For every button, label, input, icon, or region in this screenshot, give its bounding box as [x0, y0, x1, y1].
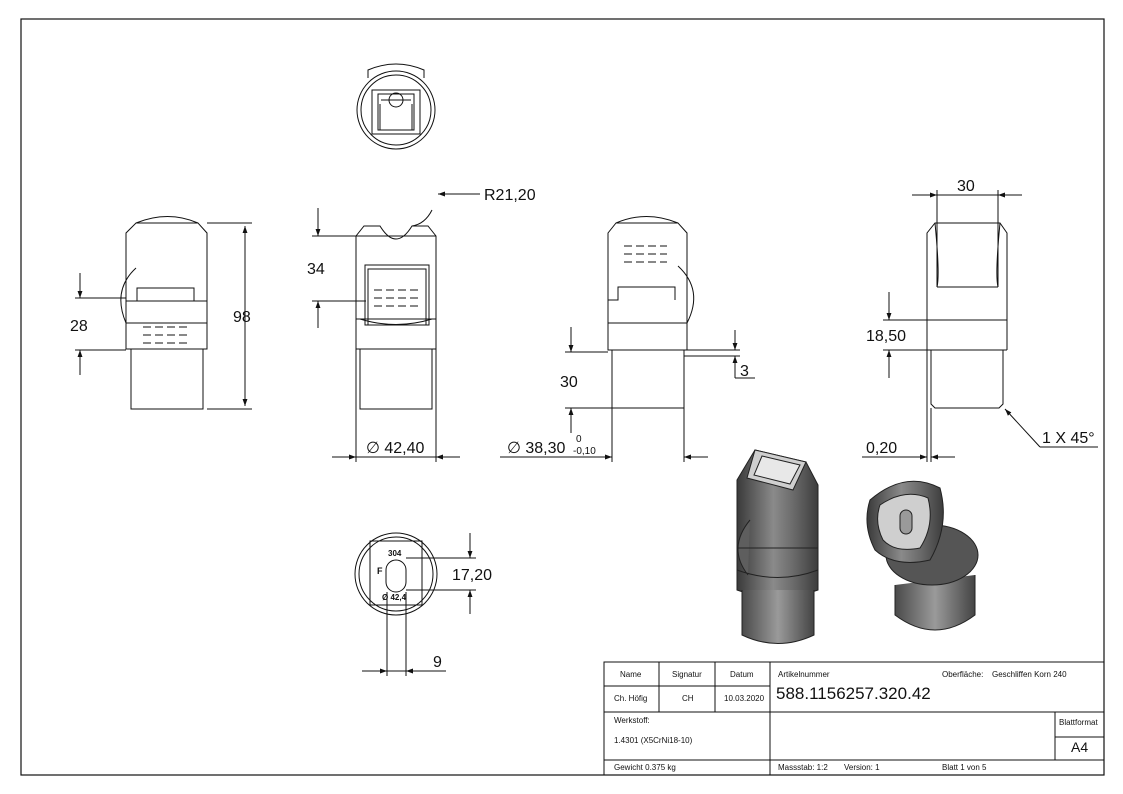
header-name: Name	[620, 670, 642, 679]
value-date: 10.03.2020	[724, 694, 765, 703]
dim-diameter-42: ∅ 42,40	[366, 440, 425, 457]
scale: Massstab: 1:2	[778, 763, 828, 772]
dim-chamfer: 1 X 45°	[1042, 430, 1095, 447]
dim-diameter-38: ∅ 38,30	[507, 440, 566, 457]
header-date: Datum	[730, 670, 754, 679]
article-label: Artikelnummer	[778, 670, 830, 679]
article-number: 588.1156257.320.42	[776, 684, 931, 703]
dim-width-30: 30	[957, 178, 975, 195]
surface-label: Oberfläche:	[942, 670, 984, 679]
value-signature: CH	[682, 694, 694, 703]
sheet-format-label: Blattformat	[1059, 718, 1098, 727]
engraving-diameter-mark: Ø 42,4	[382, 593, 407, 602]
iso-view-1	[736, 449, 819, 644]
material-value: 1.4301 (X5CrNi18-10)	[614, 736, 693, 745]
engraving-letter: F	[377, 566, 383, 576]
dim-height-34: 34	[307, 261, 325, 278]
value-name: Ch. Höfig	[614, 694, 648, 703]
dim-radius: R21,20	[484, 187, 536, 204]
dim-tolerance-upper: 0	[576, 434, 582, 445]
side-view-middle	[500, 216, 755, 462]
header-signature: Signatur	[672, 670, 702, 679]
dim-distance-17-20: 17,20	[452, 567, 492, 584]
material-label: Werkstoff:	[614, 716, 650, 725]
bottom-view	[354, 532, 476, 676]
iso-view-2	[866, 480, 979, 631]
surface-value: Geschliffen Korn 240	[992, 670, 1067, 679]
dim-height-30: 30	[560, 374, 578, 391]
sheet-format-value: A4	[1071, 739, 1089, 755]
drawing-border	[20, 18, 1105, 776]
side-view-right	[862, 190, 1098, 462]
dim-offset-0-20: 0,20	[866, 440, 897, 457]
top-view	[356, 63, 436, 150]
weight: Gewicht 0.375 kg	[614, 763, 676, 772]
engraving-material-code: 304	[388, 549, 402, 558]
front-view	[312, 191, 480, 462]
dim-height-18-50: 18,50	[866, 328, 906, 345]
dim-depth-3: 3	[740, 363, 749, 380]
dim-height-28: 28	[70, 318, 88, 335]
sheet-number: Blatt 1 von 5	[942, 763, 987, 772]
title-block	[603, 661, 1105, 776]
dim-distance-9: 9	[433, 654, 442, 671]
version: Version: 1	[844, 763, 880, 772]
dim-overall-height: 98	[233, 309, 251, 326]
dim-tolerance-lower: -0,10	[573, 446, 596, 457]
side-view-left	[75, 216, 252, 410]
